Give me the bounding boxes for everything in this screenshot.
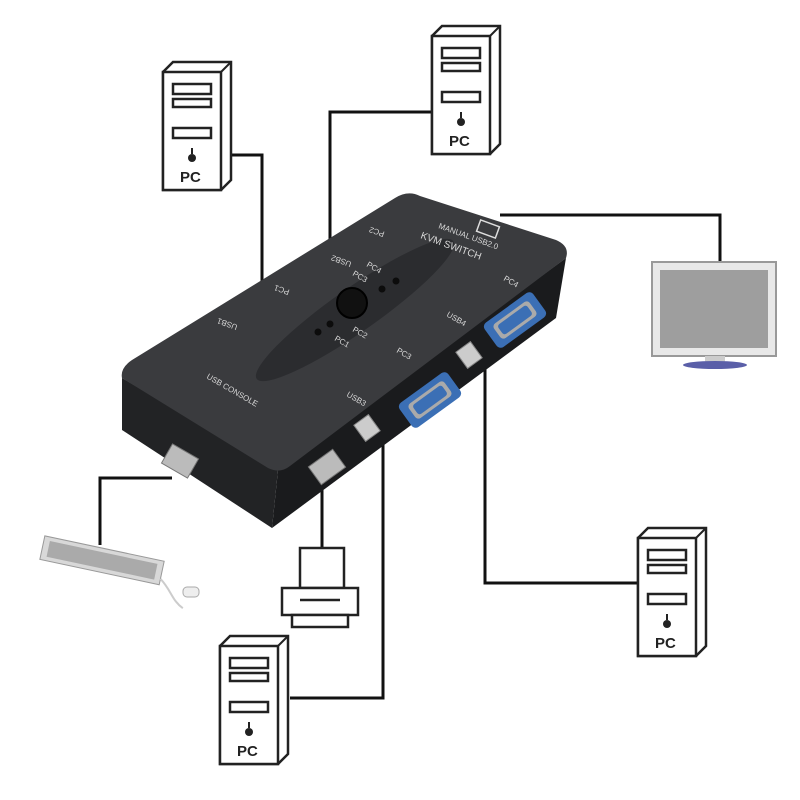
computer-pc3: PC bbox=[218, 634, 290, 766]
wire-pc3 bbox=[290, 440, 385, 700]
keyboard-icon bbox=[39, 535, 184, 609]
printer-icon bbox=[280, 546, 360, 629]
pc-label: PC bbox=[449, 133, 470, 150]
usb-port-keyboard bbox=[160, 443, 200, 479]
switch-button[interactable] bbox=[336, 287, 368, 319]
wire-pc2 bbox=[328, 110, 432, 242]
pc-label: PC bbox=[180, 169, 201, 186]
monitor-icon bbox=[651, 261, 777, 369]
led-pc1 bbox=[314, 328, 322, 336]
usb-b-port-pc4 bbox=[455, 340, 483, 370]
vga-port-pc4 bbox=[483, 292, 547, 348]
pc-label: PC bbox=[237, 743, 258, 760]
display-icon bbox=[475, 218, 501, 240]
led-pc2 bbox=[326, 320, 334, 328]
kvm-switch-device: MANUAL USB2.0 KVM SWITCH PC1 USB1 USB2 P… bbox=[121, 193, 567, 528]
usb-port-printer bbox=[307, 448, 347, 486]
computer-pc4: PC bbox=[636, 526, 708, 658]
led-pc4 bbox=[392, 277, 400, 285]
vga-port-pc3 bbox=[398, 372, 462, 428]
mouse-icon bbox=[182, 586, 200, 598]
wire-pc1 bbox=[230, 153, 264, 292]
wire-pc4 bbox=[483, 368, 638, 585]
pc-label: PC bbox=[655, 635, 676, 652]
led-pc3 bbox=[378, 285, 386, 293]
computer-pc1: PC bbox=[161, 60, 233, 192]
computer-pc2: PC bbox=[430, 24, 502, 156]
wire-keyboard bbox=[98, 476, 172, 545]
usb-b-port-pc3 bbox=[353, 413, 381, 443]
wire-monitor bbox=[500, 213, 722, 264]
